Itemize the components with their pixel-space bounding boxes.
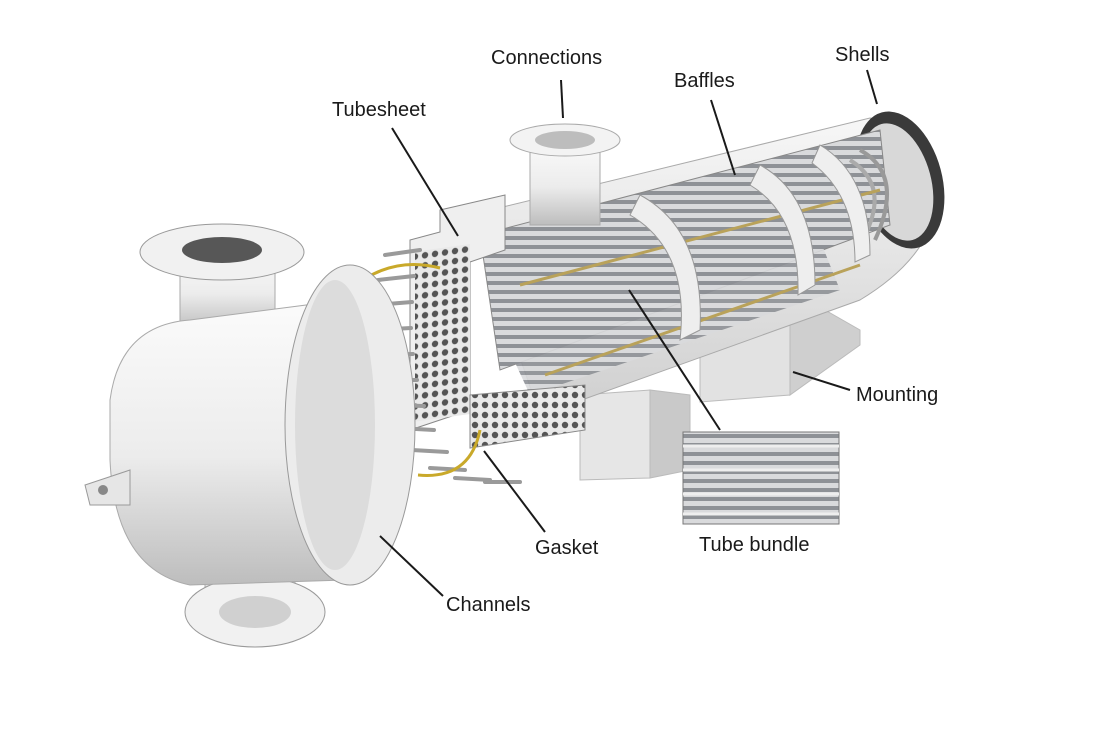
leader-tubesheet [391,127,459,237]
leader-mounting [792,371,851,391]
leader-gasket [483,450,546,533]
shell-connection-nozzle [509,123,621,226]
tubesheet [409,194,586,449]
leader-baffles [710,99,736,176]
channel-head [84,223,416,648]
label-tubesheet: Tubesheet [332,99,426,121]
leader-connections [560,79,564,119]
label-channels: Channels [446,594,531,616]
label-mounting: Mounting [856,384,939,406]
label-gasket: Gasket [535,537,599,559]
label-tube-bundle: Tube bundle [699,534,810,556]
leader-tube-bundle [628,289,721,431]
baffles [629,144,871,341]
leader-shells [866,69,878,105]
label-baffles: Baffles [674,70,735,92]
label-connections: Connections [491,47,603,69]
label-shells: Shells [835,44,890,66]
leader-lines [379,69,878,597]
tube-bundle-inset [682,431,840,525]
leader-channels [379,535,444,597]
